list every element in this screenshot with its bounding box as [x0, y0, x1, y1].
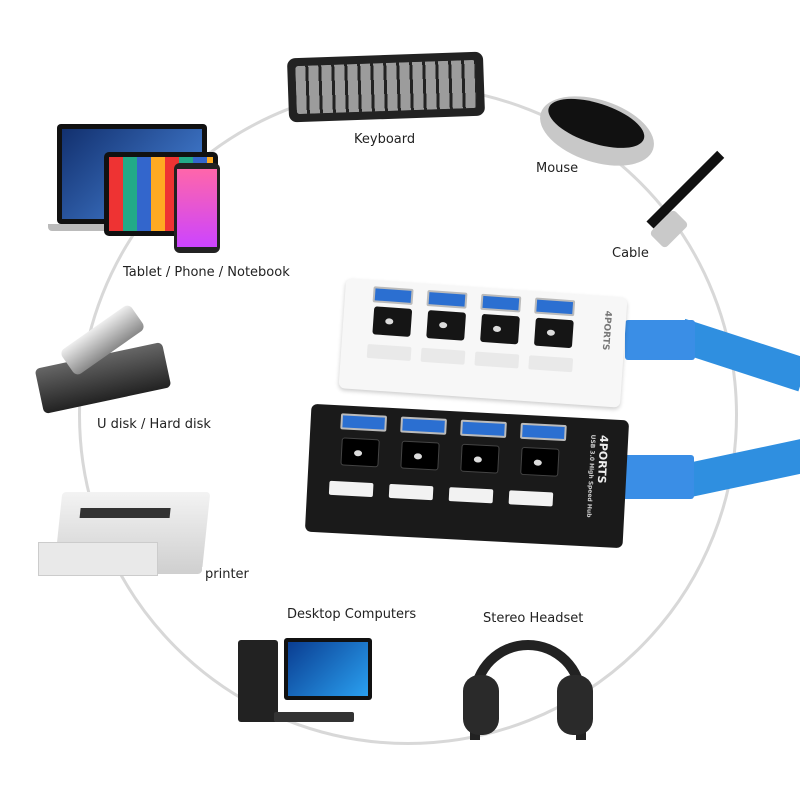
label-printer: printer [202, 567, 252, 582]
pc-tower-image [238, 640, 278, 722]
keyboard-image [286, 51, 486, 123]
keyboard-small [274, 712, 354, 722]
white-hub-brand: 4PORTS [599, 310, 613, 351]
white-usb-hub: 4PORTS [338, 278, 628, 408]
label-keyboard: Keyboard [351, 132, 419, 147]
black-hub-usb-plug [622, 455, 694, 499]
monitor-image [284, 638, 372, 700]
label-tablet-phone-notebook: Tablet / Phone / Notebook [120, 265, 293, 280]
label-udisk-hard-disk: U disk / Hard disk [94, 417, 214, 432]
headset-left-cup [463, 675, 499, 735]
label-stereo-headset: Stereo Headset [480, 611, 587, 626]
phone-image [174, 163, 220, 253]
label-mouse: Mouse [533, 161, 582, 176]
white-hub-usb-plug [625, 320, 695, 360]
label-cable: Cable [609, 246, 652, 261]
black-usb-hub: 4PORTS USB 3.0 High Speed Hub [304, 403, 630, 549]
headset-right-cup [557, 675, 593, 735]
printer-paper [38, 542, 158, 576]
usb-cable-image [646, 150, 725, 229]
label-desktop-computers: Desktop Computers [284, 607, 420, 622]
black-hub-brand: 4PORTS [594, 434, 611, 484]
